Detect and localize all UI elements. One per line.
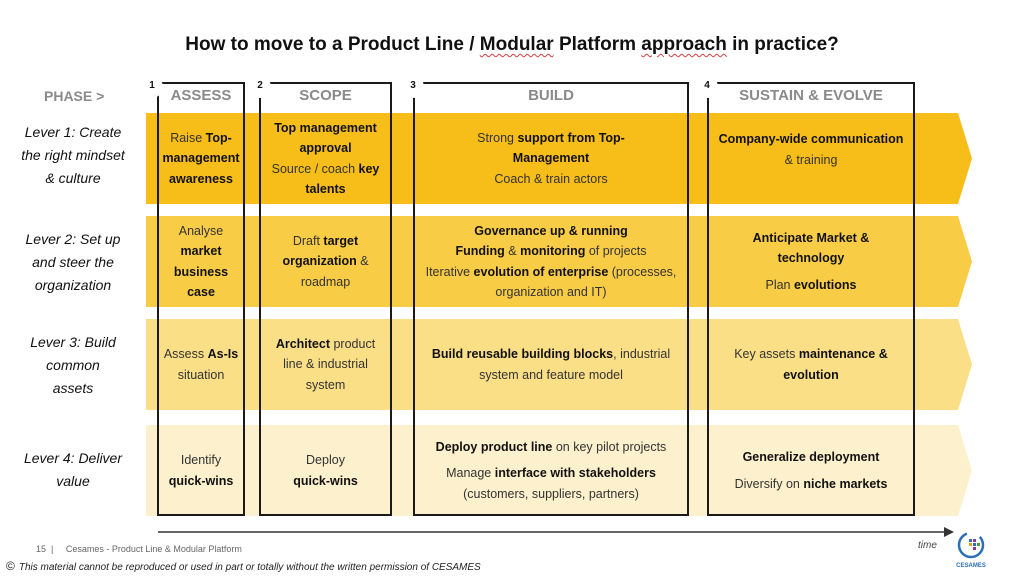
- phase-number-4: 4: [696, 76, 718, 98]
- cell-lever2-sustain: Anticipate Market & technology Plan evol…: [752, 230, 870, 292]
- phase-header-build: BUILD: [528, 87, 574, 104]
- cell-lever3-build: Build reusable building blocks, industri…: [431, 347, 671, 382]
- cell-lever1-sustain: Company-wide communication & training: [718, 132, 904, 167]
- page-title: How to move to a Product Line / Modular …: [185, 34, 839, 55]
- phase-column-scope: [259, 82, 392, 516]
- phase-header-sustain: SUSTAIN & EVOLVE: [739, 87, 883, 104]
- cell-lever4-assess: Identify quick-wins: [168, 453, 234, 488]
- cell-lever4-scope: Deploy quick-wins: [293, 453, 358, 488]
- cell-lever3-scope: Architect product line & industrial syst…: [275, 336, 376, 392]
- cell-lever1-scope: Top management approval Source / coach k…: [271, 120, 380, 197]
- cell-lever1-assess: Raise Top- management awareness: [162, 130, 240, 186]
- phase-number-3: 3: [402, 76, 424, 98]
- lever-band-3: [146, 319, 972, 410]
- phase-column-build: [413, 82, 689, 516]
- cell-lever1-build: Strong support from Top- Management Coac…: [477, 130, 625, 186]
- lever-band-2: [146, 216, 972, 307]
- phase-label: PHASE >: [44, 88, 105, 104]
- copyright-icon: ©: [6, 559, 15, 573]
- phase-column-sustain: [707, 82, 915, 516]
- phase-header-scope: SCOPE: [299, 87, 352, 104]
- phase-number-1: 1: [141, 76, 163, 98]
- cell-lever2-assess: Analyse market business case: [173, 223, 229, 300]
- cesames-logo-text: CESAMES: [956, 563, 986, 569]
- phase-header-assess: ASSESS: [170, 87, 232, 104]
- lever-band-1: [146, 113, 972, 204]
- copyright-notice: ©This material cannot be reproduced or u…: [6, 559, 481, 573]
- cell-lever2-build: Governance up & running Funding & monito…: [425, 223, 677, 300]
- phase-number-2: 2: [249, 76, 271, 98]
- cesames-logo: CESAMES: [954, 530, 988, 570]
- cell-lever4-build: Deploy product line on key pilot project…: [435, 439, 667, 501]
- phase-column-assess: [157, 82, 245, 516]
- time-label: time: [918, 540, 937, 551]
- cell-lever4-sustain: Generalize deployment Diversify on niche…: [734, 450, 888, 491]
- lever-band-4: [146, 425, 972, 516]
- time-axis-arrow: [158, 527, 954, 537]
- cell-lever3-sustain: Key assets maintenance & evolution: [734, 347, 888, 382]
- cesames-logo-mark: [957, 531, 985, 559]
- cell-lever3-assess: Assess As-Is situation: [163, 347, 239, 382]
- cell-lever2-scope: Draft target organization & roadmap: [282, 233, 369, 289]
- slide-footer: 15 | Cesames - Product Line & Modular Pl…: [36, 544, 242, 554]
